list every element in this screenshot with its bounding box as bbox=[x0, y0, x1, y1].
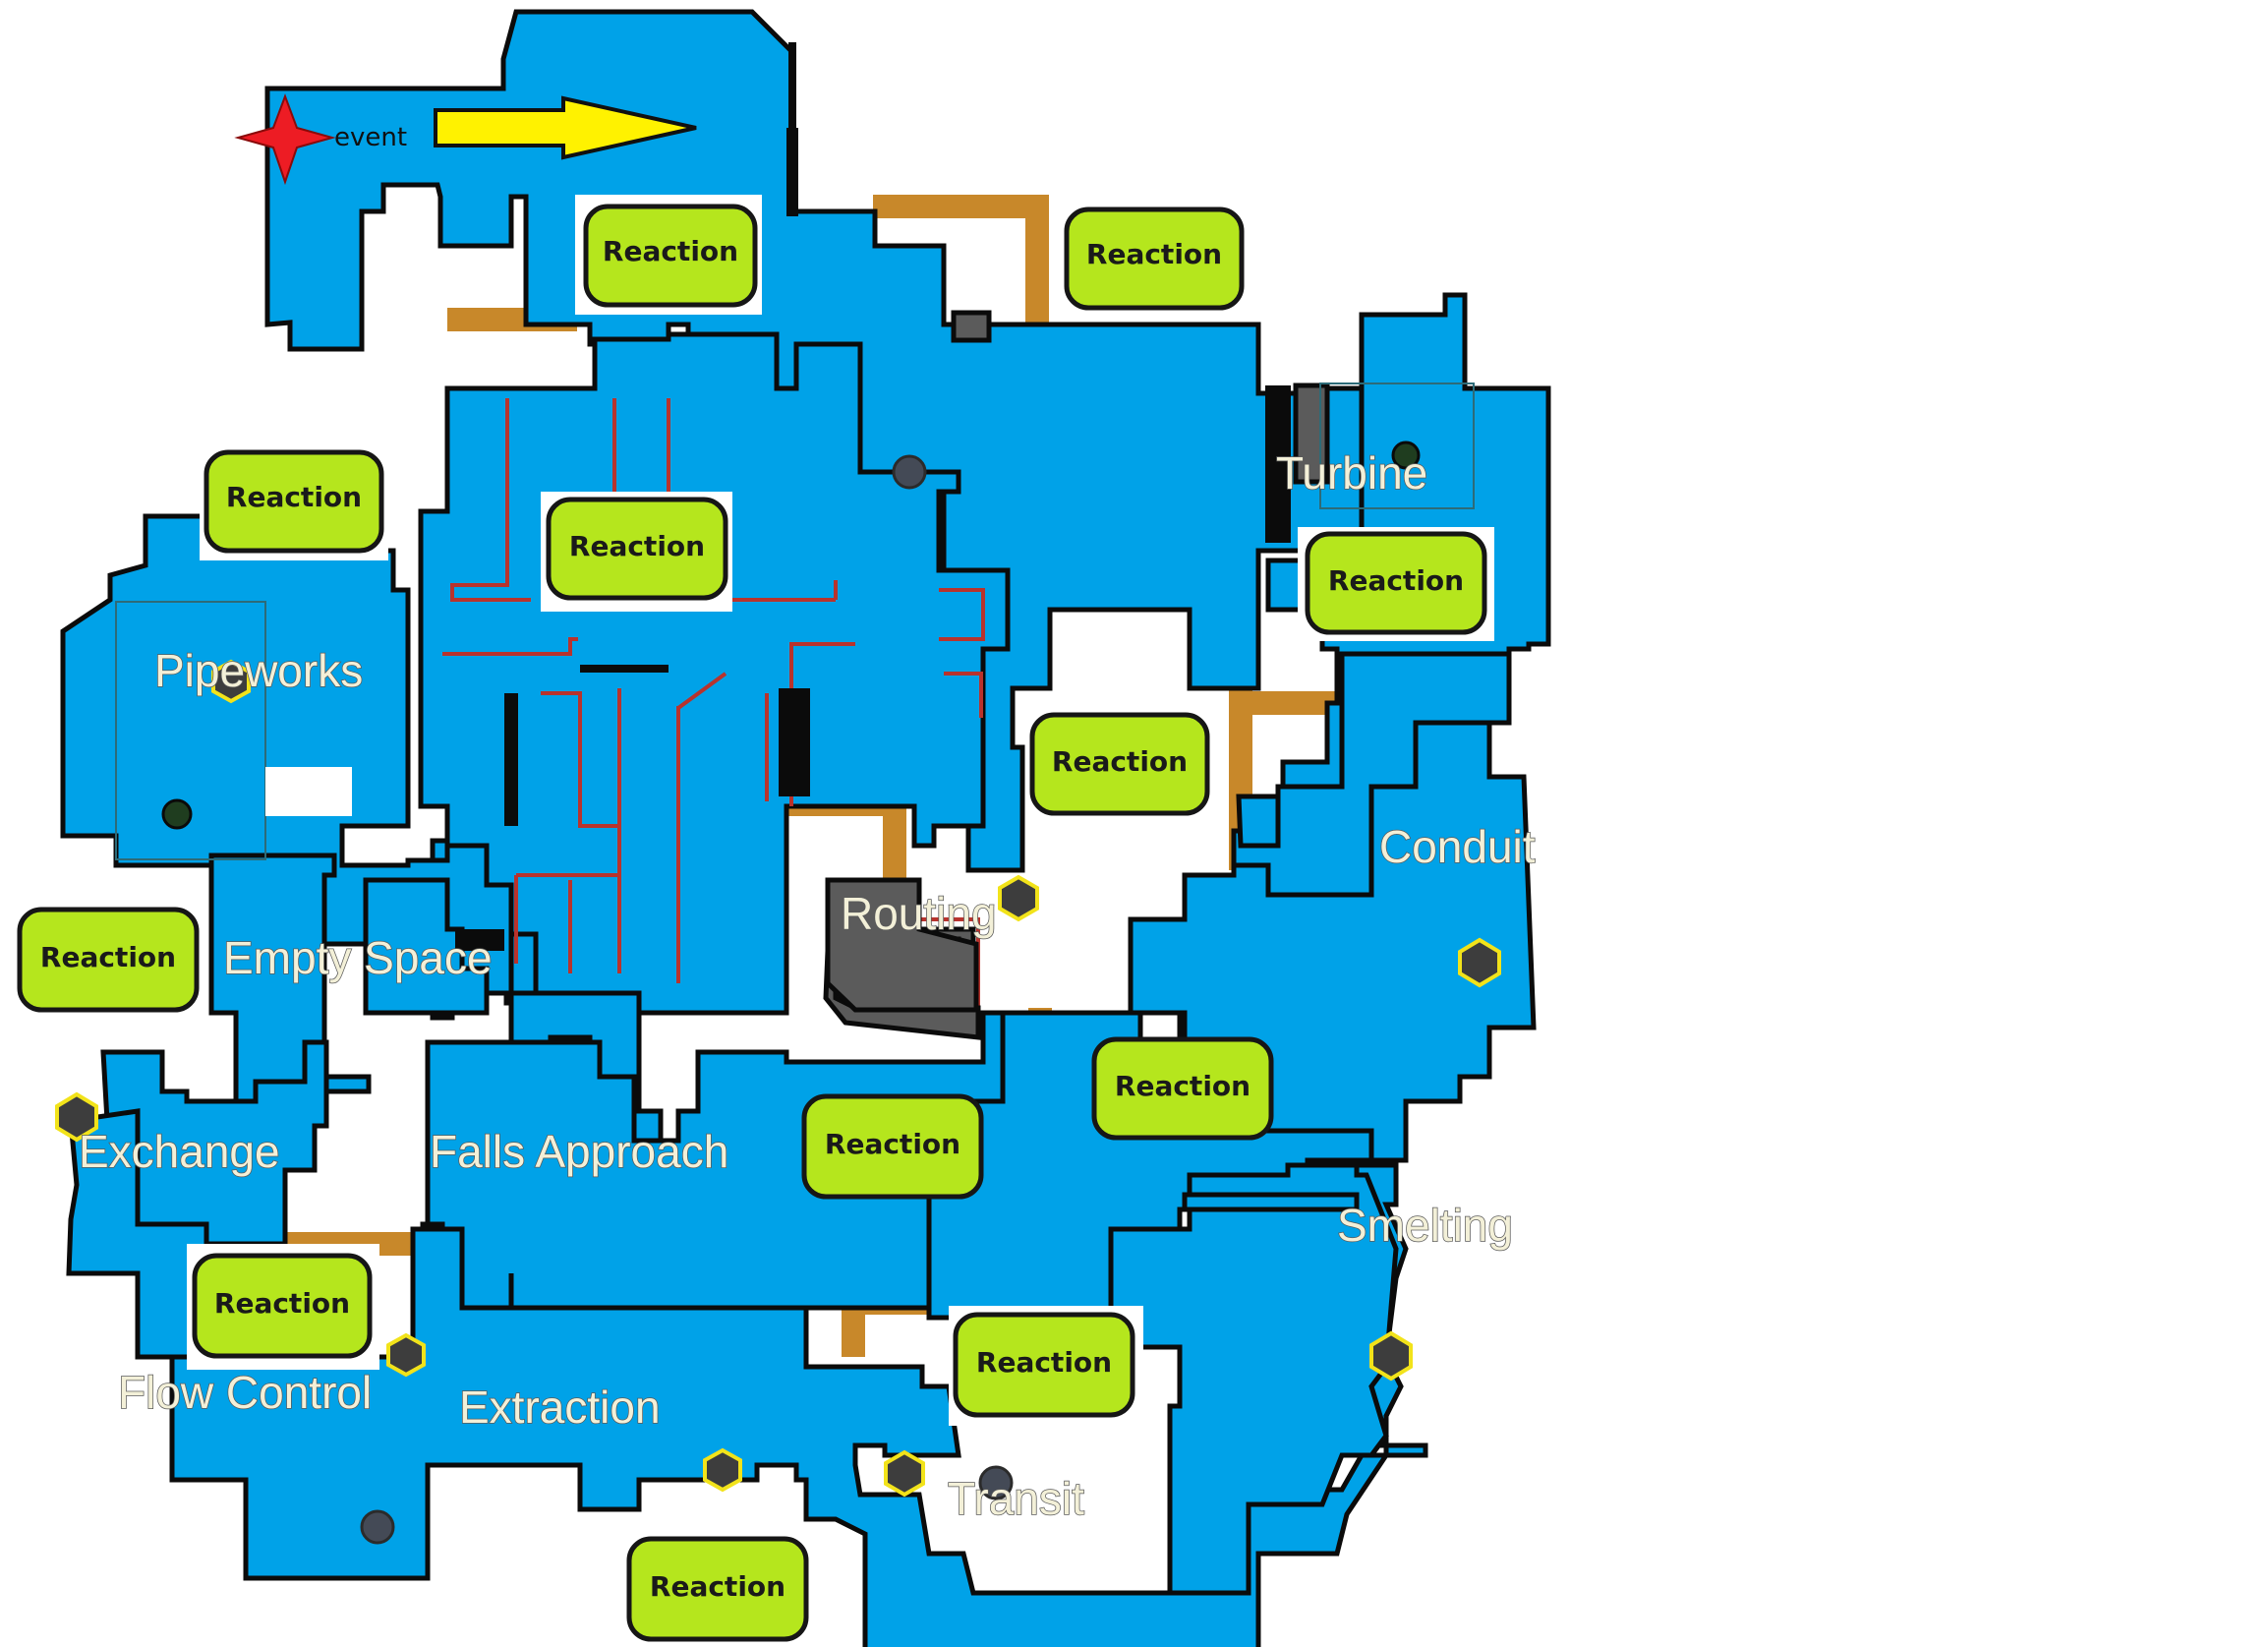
hexagon-marker-icon bbox=[884, 1449, 925, 1498]
area-label-pipeworks: Pipeworks bbox=[154, 645, 363, 696]
turbine-gate bbox=[1293, 382, 1330, 485]
reaction-box[interactable]: Reaction bbox=[949, 1306, 1143, 1426]
svg-text:Reaction: Reaction bbox=[1115, 1070, 1250, 1102]
reaction-box[interactable]: Reaction bbox=[200, 444, 388, 560]
hall-door-right bbox=[779, 688, 810, 796]
pipeworks-white-panel bbox=[265, 767, 352, 816]
north-gate bbox=[951, 310, 992, 343]
svg-text:Reaction: Reaction bbox=[40, 941, 176, 973]
svg-text:Reaction: Reaction bbox=[825, 1128, 960, 1160]
svg-text:Reaction: Reaction bbox=[603, 235, 738, 267]
turbine-door bbox=[1265, 385, 1291, 543]
reaction-box[interactable]: Reaction bbox=[1091, 1036, 1274, 1141]
round-marker-icon bbox=[892, 454, 927, 490]
reaction-box[interactable]: Reaction bbox=[801, 1093, 984, 1200]
reaction-box[interactable]: Reaction bbox=[1298, 527, 1494, 641]
area-label-flow-control: Flow Control bbox=[118, 1367, 372, 1418]
pipeworks-marker bbox=[161, 798, 193, 830]
svg-text:Reaction: Reaction bbox=[1052, 745, 1188, 778]
hexagon-marker-icon bbox=[1369, 1330, 1413, 1382]
reaction-box[interactable]: Reaction bbox=[187, 1244, 379, 1370]
reaction-box[interactable]: Reaction bbox=[626, 1536, 809, 1642]
turbine-marker bbox=[1391, 441, 1421, 470]
svg-text:Reaction: Reaction bbox=[569, 530, 705, 562]
reaction-box[interactable]: Reaction bbox=[17, 907, 200, 1013]
direction-arrow-icon bbox=[434, 95, 697, 160]
area-label-falls-approach: Falls Approach bbox=[430, 1126, 728, 1177]
area-label-turbine: Turbine bbox=[1276, 447, 1427, 499]
round-marker-icon bbox=[978, 1465, 1014, 1500]
hexagon-marker-icon bbox=[211, 659, 251, 704]
round-marker-icon bbox=[360, 1509, 395, 1545]
hexagon-marker-icon bbox=[55, 1091, 98, 1143]
svg-text:Reaction: Reaction bbox=[1086, 238, 1222, 270]
hexagon-marker-icon bbox=[998, 874, 1039, 922]
reaction-box[interactable]: Reaction bbox=[575, 195, 762, 315]
hexagon-markers bbox=[55, 659, 1501, 1498]
area-label-conduit: Conduit bbox=[1379, 821, 1536, 872]
area-label-empty-space: Empty Space bbox=[223, 932, 493, 983]
svg-text:Reaction: Reaction bbox=[214, 1287, 350, 1320]
reaction-box[interactable]: Reaction bbox=[1064, 206, 1245, 311]
area-label-smelting: Smelting bbox=[1337, 1200, 1513, 1251]
area-label-extraction: Extraction bbox=[459, 1382, 661, 1433]
svg-text:Reaction: Reaction bbox=[650, 1570, 785, 1603]
svg-text:Reaction: Reaction bbox=[1328, 564, 1464, 597]
area-label-exchange: Exchange bbox=[79, 1126, 280, 1177]
reaction-box[interactable]: Reaction bbox=[541, 492, 732, 612]
area-label-transit: Transit bbox=[948, 1473, 1084, 1524]
reaction-box[interactable]: Reaction bbox=[1029, 712, 1210, 816]
hall-bar bbox=[580, 665, 669, 673]
svg-text:Reaction: Reaction bbox=[226, 481, 362, 513]
area-label-routing: Routing bbox=[841, 888, 997, 939]
reaction-boxes: Reaction Reaction Reaction Reaction Reac… bbox=[17, 195, 1494, 1642]
event-label: event bbox=[334, 123, 407, 152]
event-star-icon bbox=[234, 93, 336, 186]
svg-text:Reaction: Reaction bbox=[976, 1346, 1112, 1379]
routing-floor bbox=[825, 877, 979, 1013]
area-labels: Pipeworks Turbine Conduit Routing Empty … bbox=[78, 446, 1536, 1525]
hexagon-marker-icon bbox=[386, 1332, 426, 1378]
hexagon-marker-icon bbox=[1458, 937, 1501, 988]
hall-door-left bbox=[504, 693, 518, 826]
hexagon-marker-icon bbox=[703, 1447, 742, 1493]
